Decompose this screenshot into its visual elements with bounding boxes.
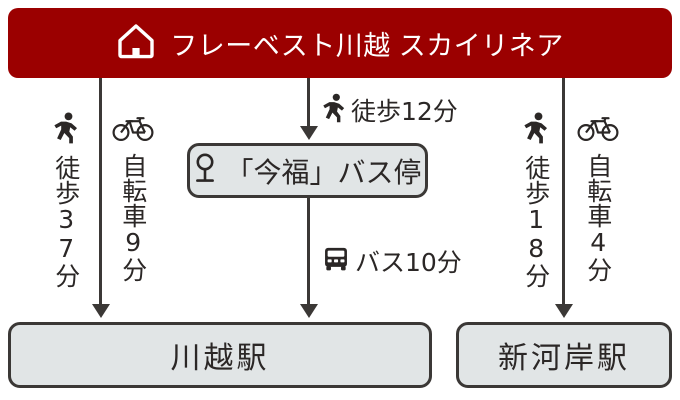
route-label-center-bus: バス10分: [322, 243, 462, 279]
home-icon: [116, 21, 156, 66]
route-label-left-bike: 自転車9分: [110, 112, 156, 282]
route-label-left-bike-text: 自転車9分: [118, 153, 148, 282]
route-label-left-walk: 徒歩37分: [43, 112, 89, 288]
route-arrow-right: [555, 304, 573, 318]
node-station-shingashi[interactable]: 新河岸駅: [456, 322, 672, 388]
walking-person-icon: [322, 93, 346, 128]
route-line-right: [562, 78, 565, 306]
route-label-center-walk: 徒歩12分: [322, 92, 458, 128]
bus-icon: [322, 246, 350, 277]
node-station-kawagoe-label: 川越駅: [170, 341, 270, 376]
route-label-center-bus-text: バス10分: [355, 248, 462, 277]
node-bus-stop-label: 「今福」バス停: [225, 155, 422, 189]
node-station-shingashi-label: 新河岸駅: [498, 341, 630, 376]
node-station-kawagoe[interactable]: 川越駅: [8, 322, 432, 388]
walking-person-icon: [523, 112, 549, 149]
route-line-left: [99, 78, 102, 306]
route-arrow-left: [92, 304, 110, 318]
bicycle-icon: [112, 112, 154, 147]
route-label-center-walk-text: 徒歩12分: [351, 97, 458, 126]
route-line-center-lower: [307, 198, 310, 306]
route-arrow-center-upper: [300, 126, 318, 140]
route-label-right-walk-text: 徒歩18分: [521, 155, 551, 288]
bus-stop-pole-icon: [193, 152, 217, 189]
bicycle-icon: [577, 112, 619, 147]
walking-person-icon: [53, 112, 79, 149]
route-label-right-bike-text: 自転車4分: [583, 153, 613, 282]
page-title: フレーベスト川越 スカイリネア: [170, 30, 564, 61]
route-arrow-center-lower: [300, 304, 318, 318]
route-label-left-walk-text: 徒歩37分: [51, 155, 81, 288]
route-line-center-upper: [307, 78, 310, 126]
route-label-right-walk: 徒歩18分: [513, 112, 559, 288]
property-header-bar: フレーベスト川越 スカイリネア: [8, 8, 672, 78]
route-label-right-bike: 自転車4分: [575, 112, 621, 282]
node-bus-stop[interactable]: 「今福」バス停: [187, 143, 428, 198]
